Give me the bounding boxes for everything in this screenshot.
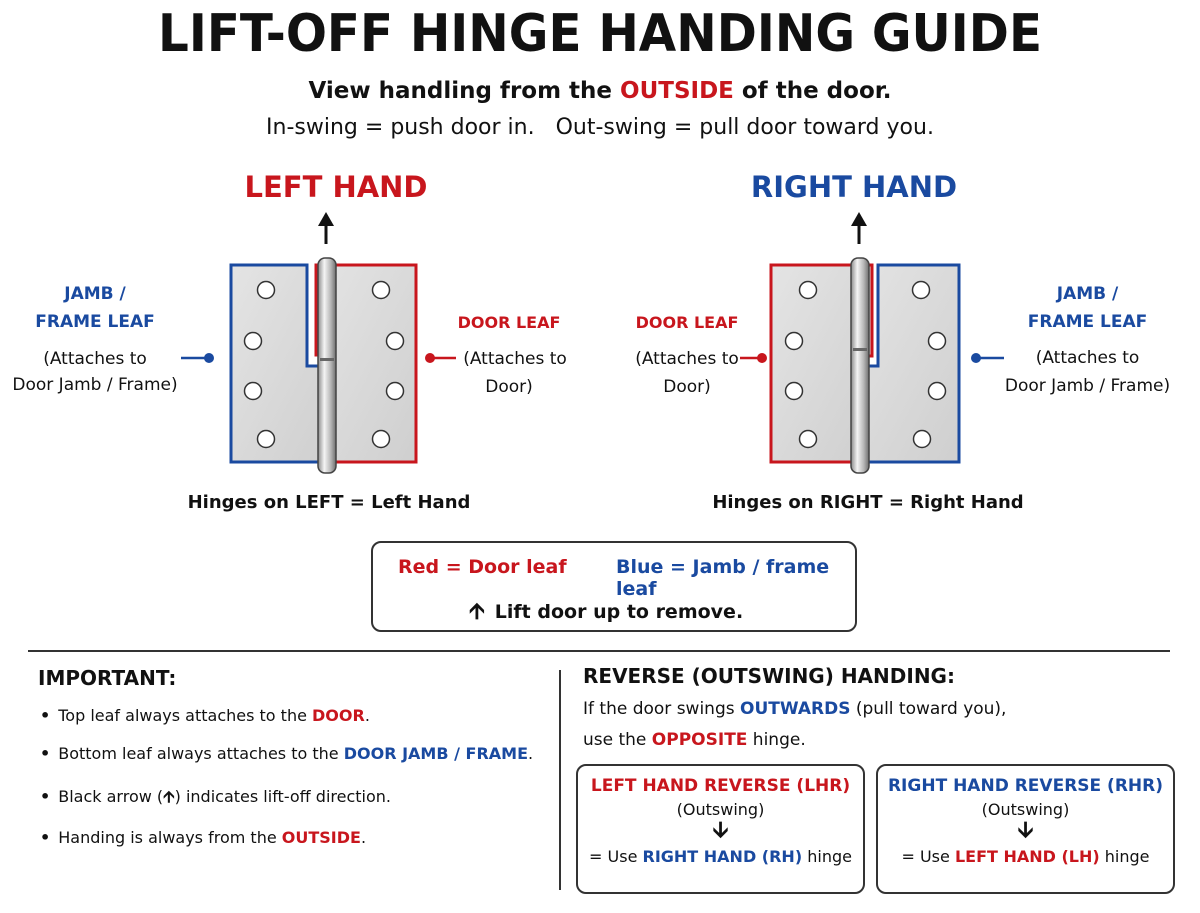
- leader-dot-icon: [204, 353, 214, 363]
- leader-dot-icon: [757, 353, 767, 363]
- column-divider: [559, 670, 561, 890]
- left-door-label: DOOR LEAF (Attaches to Door): [457, 313, 567, 397]
- arrow-up-icon: 🡩: [163, 787, 175, 806]
- right-hand-hinge: [740, 212, 1004, 474]
- section-divider: [28, 650, 1170, 652]
- arrow-down-icon: 🡫: [1017, 818, 1034, 843]
- important-bullet-2: •Bottom leaf always attaches to the DOOR…: [40, 744, 534, 763]
- legend-red: Red = Door leaf: [398, 556, 567, 578]
- right-hand-title: RIGHT HAND: [750, 170, 958, 204]
- legend-arrow-note: 🡩Lift door up to remove.: [469, 599, 744, 624]
- arrow-up-icon: [851, 212, 867, 244]
- arrow-up-icon: [318, 212, 334, 244]
- right-hinge-pin: [850, 257, 870, 474]
- rhr-box: RIGHT HAND REVERSE (RHR) (Outswing) 🡫 = …: [876, 764, 1175, 894]
- important-bullet-4: •Handing is always from the OUTSIDE.: [40, 828, 367, 847]
- right-jamb-label: JAMB / FRAME LEAF (Attaches to Door Jamb…: [1004, 284, 1171, 396]
- important-bullet-1: •Top leaf always attaches to the DOOR.: [40, 706, 370, 725]
- arrow-down-icon: 🡫: [712, 818, 729, 843]
- left-hand-hinge: [181, 212, 456, 474]
- swing-note: In-swing = push door in. Out-swing = pul…: [266, 115, 934, 140]
- reverse-heading: REVERSE (OUTSWING) HANDING:: [583, 664, 955, 688]
- left-jamb-label: JAMB / FRAME LEAF (Attaches to Door Jamb…: [12, 284, 178, 395]
- page-title: LIFT-OFF HINGE HANDING GUIDE: [158, 4, 1042, 64]
- important-heading: IMPORTANT:: [38, 666, 177, 690]
- leader-dot-icon: [971, 353, 981, 363]
- leader-dot-icon: [425, 353, 435, 363]
- left-hinge-pin: [317, 257, 337, 474]
- outside-emphasis: OUTSIDE: [620, 78, 734, 104]
- color-legend: Red = Door leaf Blue = Jamb / frame leaf…: [371, 541, 857, 632]
- legend-blue: Blue = Jamb / frame leaf: [616, 556, 830, 600]
- lhr-box: LEFT HAND REVERSE (LHR) (Outswing) 🡫 = U…: [576, 764, 865, 894]
- arrow-up-icon: 🡩: [469, 599, 485, 624]
- important-bullet-3: •Black arrow (🡩) indicates lift-off dire…: [40, 787, 391, 806]
- reverse-explanation: If the door swings OUTWARDS (pull toward…: [583, 699, 1007, 750]
- right-hand-caption: Hinges on RIGHT = Right Hand: [712, 492, 1024, 513]
- left-hand-title: LEFT HAND: [244, 170, 428, 204]
- right-door-label: DOOR LEAF (Attaches to Door): [635, 313, 739, 397]
- viewing-instruction: View handling from the OUTSIDE of the do…: [308, 78, 892, 104]
- left-hand-caption: Hinges on LEFT = Left Hand: [187, 492, 471, 513]
